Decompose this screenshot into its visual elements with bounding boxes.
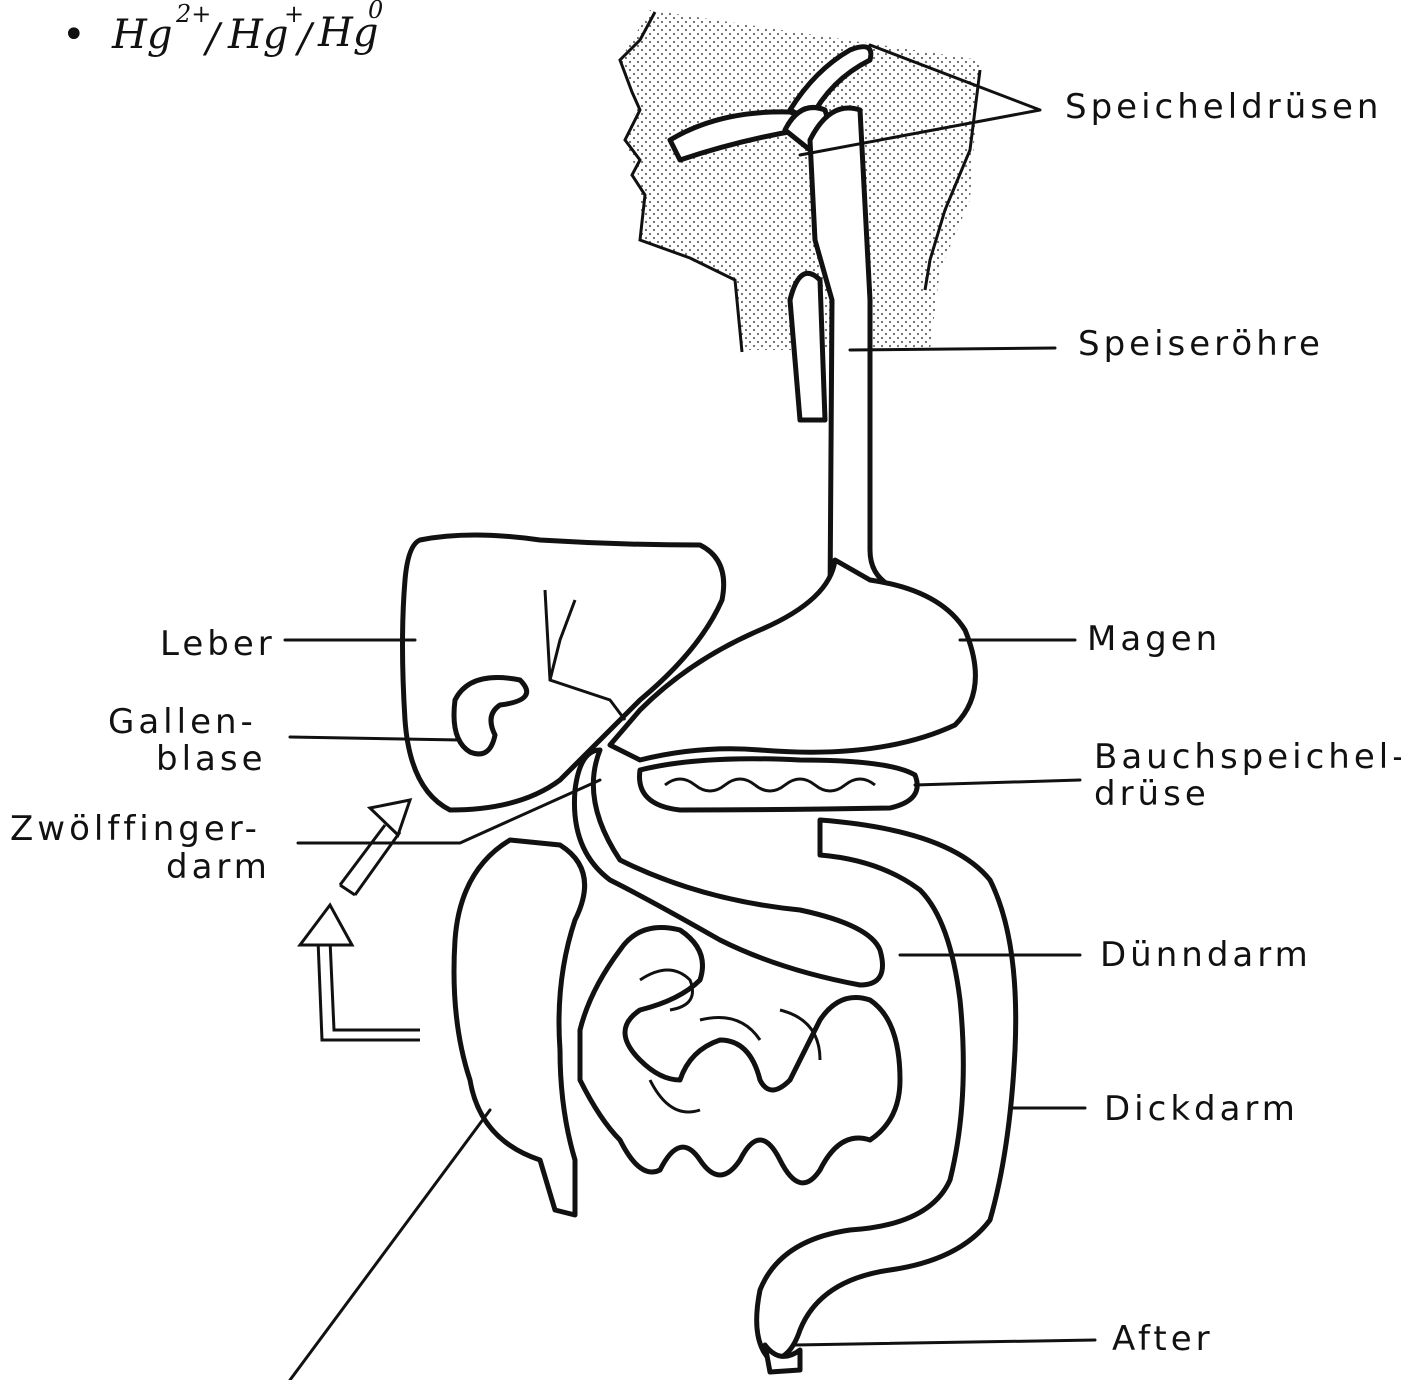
- note-hg-1: Hg: [111, 12, 173, 58]
- label-zwoelffinger-2: darm: [166, 847, 271, 887]
- note-sep-1: /: [202, 16, 223, 62]
- note-sep-2: /: [294, 16, 315, 62]
- label-zwoelffinger-1: Zwölffinger-: [10, 809, 261, 849]
- label-gallenblase-1: Gallen-: [108, 702, 257, 742]
- handwritten-note: • Hg 2+ / Hg + / Hg 0: [62, 0, 383, 62]
- label-speicheldruesen: Speicheldrüsen: [1065, 87, 1382, 127]
- label-dickdarm: Dickdarm: [1104, 1089, 1299, 1129]
- note-bullet: •: [62, 12, 86, 58]
- label-bauchspeichel-2: drüse: [1094, 774, 1210, 814]
- pancreas: [640, 759, 918, 810]
- label-after: After: [1112, 1319, 1214, 1359]
- label-magen: Magen: [1087, 619, 1221, 659]
- label-leber: Leber: [160, 624, 276, 664]
- note-sup-3: 0: [368, 0, 383, 24]
- label-gallenblase-2: blase: [156, 739, 267, 779]
- label-duenndarm: Dünndarm: [1100, 935, 1312, 975]
- note-hg-2: Hg: [227, 12, 289, 58]
- label-bauchspeichel-1: Bauchspeichel-: [1094, 737, 1401, 777]
- label-speiseroehre: Speiseröhre: [1078, 324, 1324, 364]
- flow-arrows: [300, 800, 420, 1040]
